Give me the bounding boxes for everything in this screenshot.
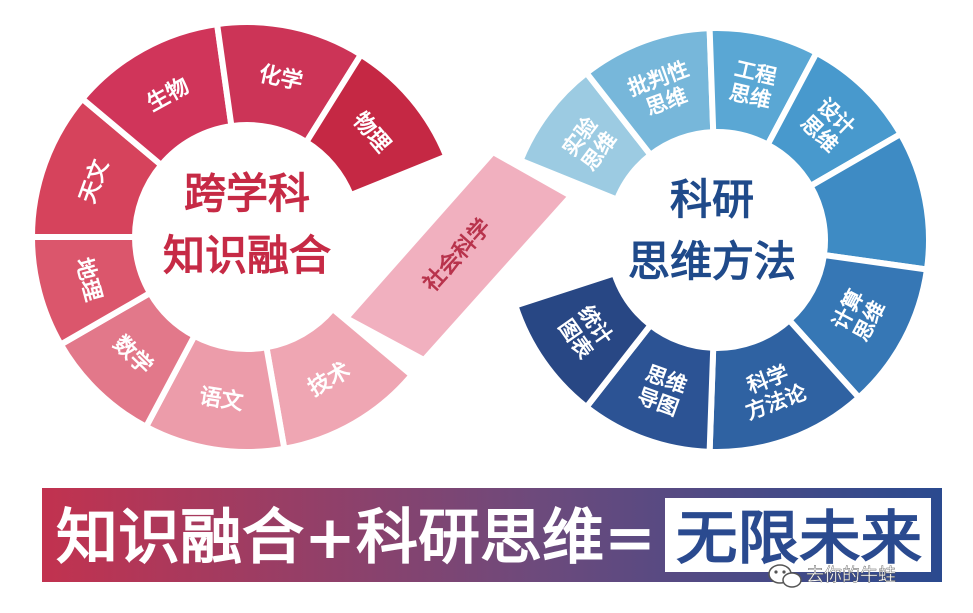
banner-left-text: 知识融合+科研思维= xyxy=(56,503,656,573)
left-segment-shengwu: 生物 xyxy=(78,20,235,170)
right-segment-gongcheng: 工程思维 xyxy=(706,25,821,149)
right-segment-kexue: 科学方法论 xyxy=(706,316,864,455)
right-segment-label: 计算思维 xyxy=(828,286,890,346)
left-segment-shape xyxy=(28,234,155,349)
left-segment-shape xyxy=(302,50,451,199)
left-ring: 天文生物化学物理技术语文数学地理 xyxy=(28,19,451,455)
left-center: 跨学科 知识融合 xyxy=(137,127,357,347)
left-center-title-line1: 跨学科 xyxy=(184,169,310,218)
left-segment-tianwen: 天文 xyxy=(28,94,166,240)
left-center-title-line2: 知识融合 xyxy=(163,231,331,280)
wechat-icon xyxy=(768,564,802,588)
right-center: 科研 思维方法 xyxy=(612,135,822,345)
watermark-text: 去你的牛蛙 xyxy=(806,565,896,586)
right-segment-shiyan: 实验思维 xyxy=(516,68,655,204)
banner-right-text: 无限未来 xyxy=(676,504,922,572)
left-segment-dili: 地理 xyxy=(28,234,155,349)
right-segment-siwei: 思维导图 xyxy=(582,320,717,455)
left-segment-wuli: 物理 xyxy=(302,50,451,199)
right-ring: 实验思维批判性思维工程思维设计思维逆向思维计算思维科学方法论思维导图统计图表 xyxy=(511,25,932,455)
right-center-title-line2: 思维方法 xyxy=(628,237,796,286)
right-segment-shape xyxy=(511,269,655,412)
right-segment-tongji: 统计图表 xyxy=(511,269,655,412)
right-center-title-line1: 科研 xyxy=(670,175,754,224)
bridge-segment: 社会科学 xyxy=(341,148,576,364)
bottom-banner: 知识融合+科研思维= 无限未来 xyxy=(42,488,942,582)
right-segment-jisuan: 计算思维 xyxy=(785,251,931,402)
watermark: 去你的牛蛙 xyxy=(768,564,896,588)
